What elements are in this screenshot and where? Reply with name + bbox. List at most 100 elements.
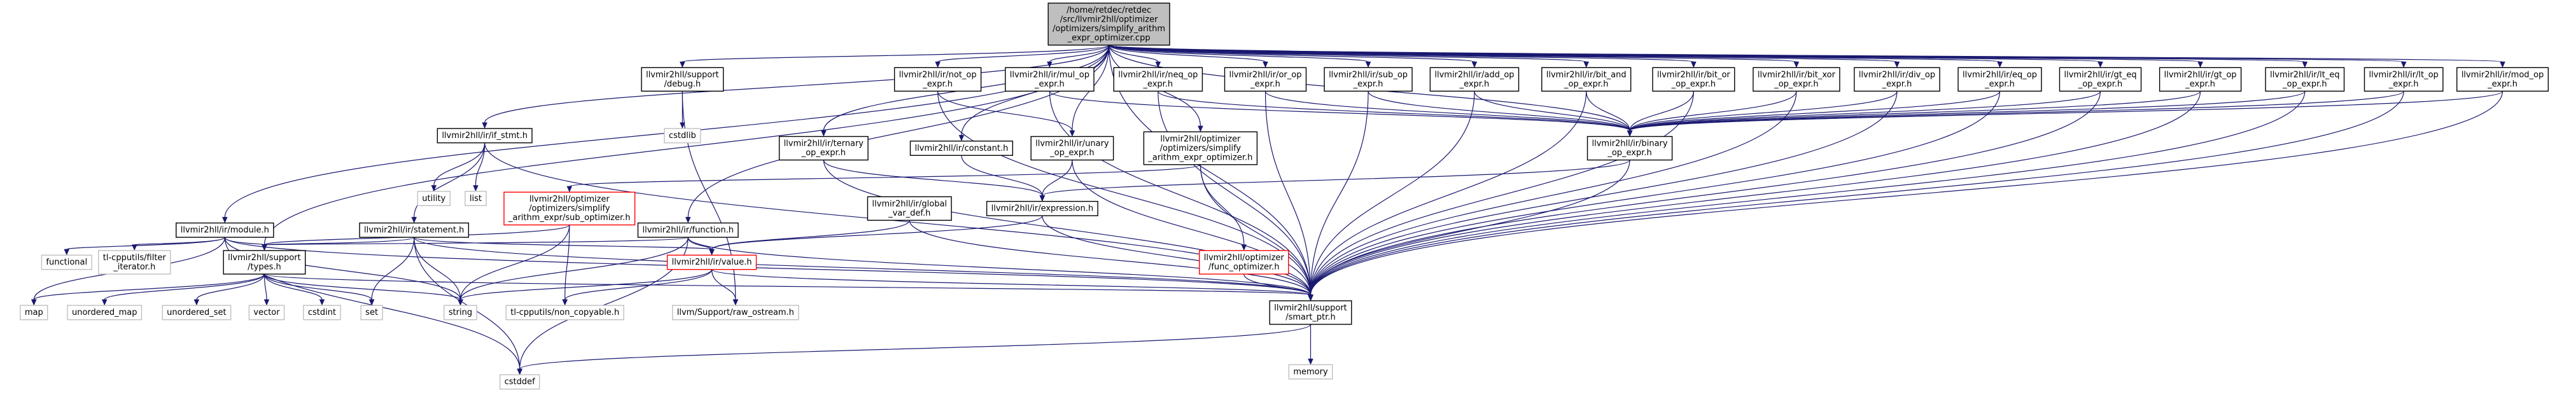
node-mod-op[interactable]: llvmir2hll/ir/mod_op_expr.h xyxy=(2456,67,2549,92)
node-label-line: llvmir2hll/ir/div_op xyxy=(1859,70,1935,80)
node-box xyxy=(2363,67,2444,92)
node-vector[interactable]: vector xyxy=(248,305,285,321)
edge-sub_op-to-smart_ptr xyxy=(1308,91,1369,302)
edge-module-to-types xyxy=(224,237,267,251)
node-bit-xor[interactable]: llvmir2hll/ir/bit_xor_op_expr.h xyxy=(1753,67,1840,92)
edge-bit_or-to-binary xyxy=(1627,91,1694,137)
edge-types-to-cstdint xyxy=(263,274,325,306)
edge-value-to-non_copyable xyxy=(562,269,713,306)
node-box xyxy=(1429,67,1520,92)
node-map[interactable]: map xyxy=(20,305,48,321)
node-label-line: llvmir2hll/support xyxy=(1274,303,1347,313)
node-label-line: _var_def.h xyxy=(888,209,930,218)
node-cstdlib[interactable]: cstdlib xyxy=(664,128,701,144)
node-sub-optimizer[interactable]: llvmir2hll/optimizer/optimizers/simplify… xyxy=(503,191,636,226)
node-label-line: /debug.h xyxy=(664,80,701,89)
node-statement[interactable]: llvmir2hll/ir/statement.h xyxy=(359,222,470,238)
node-cstddef[interactable]: cstddef xyxy=(499,374,540,390)
node-bit-and[interactable]: llvmir2hll/ir/bit_and_op_expr.h xyxy=(1541,67,1632,92)
node-list[interactable]: list xyxy=(465,191,487,206)
edge-if_stmt-to-statement xyxy=(411,142,486,223)
node-memory[interactable]: memory xyxy=(1288,364,1333,380)
node-add-op[interactable]: llvmir2hll/ir/add_op_expr.h xyxy=(1429,67,1520,92)
node-label-line: llvmir2hll/ir/not_op xyxy=(899,70,977,80)
node-value[interactable]: llvmir2hll/ir/value.h xyxy=(666,254,757,270)
node-box xyxy=(1113,67,1203,92)
node-simplify-opt[interactable]: llvmir2hll/optimizer/optimizers/simplify… xyxy=(1143,131,1258,165)
node-label-line: llvmir2hll/optimizer xyxy=(529,195,610,204)
node-label-line: _expr.h xyxy=(1459,80,1490,89)
node-box xyxy=(1199,250,1289,275)
node-label-line: list xyxy=(470,194,482,204)
node-expression[interactable]: llvmir2hll/ir/expression.h xyxy=(986,200,1098,216)
edge-root-to-or_op xyxy=(1108,45,1268,68)
node-unordered-map[interactable]: unordered_map xyxy=(67,305,143,321)
node-label-line: llvmir2hll/ir/mod_op xyxy=(2461,70,2544,80)
node-box xyxy=(162,305,232,321)
edge-ternary-to-expression xyxy=(823,160,1046,202)
node-label-line: llvm/Support/raw_ostream.h xyxy=(677,308,794,317)
node-constant[interactable]: llvmir2hll/ir/constant.h xyxy=(909,141,1014,156)
edge-gt_op-to-smart_ptr xyxy=(1308,91,2201,302)
edge-not_op-to-unary xyxy=(937,91,1075,137)
node-box xyxy=(359,222,470,238)
node-non-copyable[interactable]: tl-cpputils/non_copyable.h xyxy=(505,305,624,321)
node-binary[interactable]: llvmir2hll/ir/binary_op_expr.h xyxy=(1586,135,1673,161)
node-lt-op[interactable]: llvmir2hll/ir/lt_op_expr.h xyxy=(2363,67,2444,92)
node-cstdint[interactable]: cstdint xyxy=(303,305,341,321)
node-not-op[interactable]: llvmir2hll/ir/not_op_expr.h xyxy=(893,67,982,92)
node-label-line: llvmir2hll/ir/bit_xor xyxy=(1758,70,1836,80)
node-types[interactable]: llvmir2hll/support/types.h xyxy=(223,250,306,275)
node-or-op[interactable]: llvmir2hll/ir/or_op_expr.h xyxy=(1224,67,1307,92)
node-filter-iter[interactable]: tl-cpputils/filter_iterator.h xyxy=(98,250,171,275)
node-eq-op[interactable]: llvmir2hll/ir/eq_op_expr.h xyxy=(1957,67,2042,92)
node-label-line: _expr.h xyxy=(1142,80,1173,89)
node-label-line: /smart_ptr.h xyxy=(1285,312,1336,322)
node-label-line: llvmir2hll/ir/add_op xyxy=(1434,70,1514,80)
node-gt-op[interactable]: llvmir2hll/ir/gt_op_expr.h xyxy=(2159,67,2242,92)
node-ternary[interactable]: llvmir2hll/ir/ternary_op_expr.h xyxy=(778,135,869,161)
node-root: /home/retdec/retdec/src/llvmir2hll/optim… xyxy=(1047,3,1170,46)
node-func-optimizer[interactable]: llvmir2hll/optimizer/func_optimizer.h xyxy=(1199,250,1289,275)
node-gt-eq[interactable]: llvmir2hll/ir/gt_eq_op_expr.h xyxy=(2059,67,2142,92)
node-label-line: _op_expr.h xyxy=(1049,148,1094,158)
node-box xyxy=(248,305,285,321)
node-label-line: _expr.h xyxy=(2388,80,2419,89)
node-box xyxy=(1030,135,1114,161)
node-label-line: _expr.h xyxy=(1882,80,1912,89)
node-box xyxy=(2265,67,2345,92)
node-module[interactable]: llvmir2hll/ir/module.h xyxy=(176,222,274,238)
node-unary[interactable]: llvmir2hll/ir/unary_op_expr.h xyxy=(1030,135,1114,161)
node-neq-op[interactable]: llvmir2hll/ir/neq_op_expr.h xyxy=(1113,67,1203,92)
node-sub-op[interactable]: llvmir2hll/ir/sub_op_expr.h xyxy=(1324,67,1413,92)
node-box xyxy=(664,128,701,144)
node-raw-ostream[interactable]: llvm/Support/raw_ostream.h xyxy=(672,305,799,321)
node-mul-op[interactable]: llvmir2hll/ir/mul_op_expr.h xyxy=(1005,67,1095,92)
node-function[interactable]: llvmir2hll/ir/function.h xyxy=(637,222,739,238)
node-label-line: llvmir2hll/ir/bit_and xyxy=(1546,70,1627,80)
node-box xyxy=(1288,364,1333,380)
node-utility[interactable]: utility xyxy=(417,191,451,206)
node-box xyxy=(1652,67,1735,92)
node-string[interactable]: string xyxy=(444,305,477,321)
node-set[interactable]: set xyxy=(360,305,383,321)
node-functional[interactable]: functional xyxy=(41,254,92,270)
node-box xyxy=(444,305,477,321)
node-global-var[interactable]: llvmir2hll/ir/global_var_def.h xyxy=(867,196,952,221)
node-div-op[interactable]: llvmir2hll/ir/div_op_expr.h xyxy=(1854,67,1940,92)
node-box xyxy=(666,254,757,270)
node-label-line: llvmir2hll/ir/expression.h xyxy=(991,204,1093,214)
node-unordered-set[interactable]: unordered_set xyxy=(162,305,232,321)
node-label-line: _expr.h xyxy=(2185,80,2215,89)
node-box xyxy=(1586,135,1673,161)
node-lt-eq[interactable]: llvmir2hll/ir/lt_eq_op_expr.h xyxy=(2265,67,2345,92)
node-support-debug[interactable]: llvmir2hll/support/debug.h xyxy=(641,67,724,92)
node-smart-ptr[interactable]: llvmir2hll/support/smart_ptr.h xyxy=(1269,300,1352,325)
node-label-line: llvmir2hll/ir/gt_eq xyxy=(2064,70,2136,80)
nodes-layer: /home/retdec/retdec/src/llvmir2hll/optim… xyxy=(20,3,2549,390)
node-bit-or[interactable]: llvmir2hll/ir/bit_or_op_expr.h xyxy=(1652,67,1735,92)
edge-statement-to-value xyxy=(414,237,715,256)
node-box xyxy=(223,250,306,275)
node-if-stmt[interactable]: llvmir2hll/ir/if_stmt.h xyxy=(437,128,533,144)
node-label-line: llvmir2hll/ir/unary xyxy=(1035,139,1109,149)
